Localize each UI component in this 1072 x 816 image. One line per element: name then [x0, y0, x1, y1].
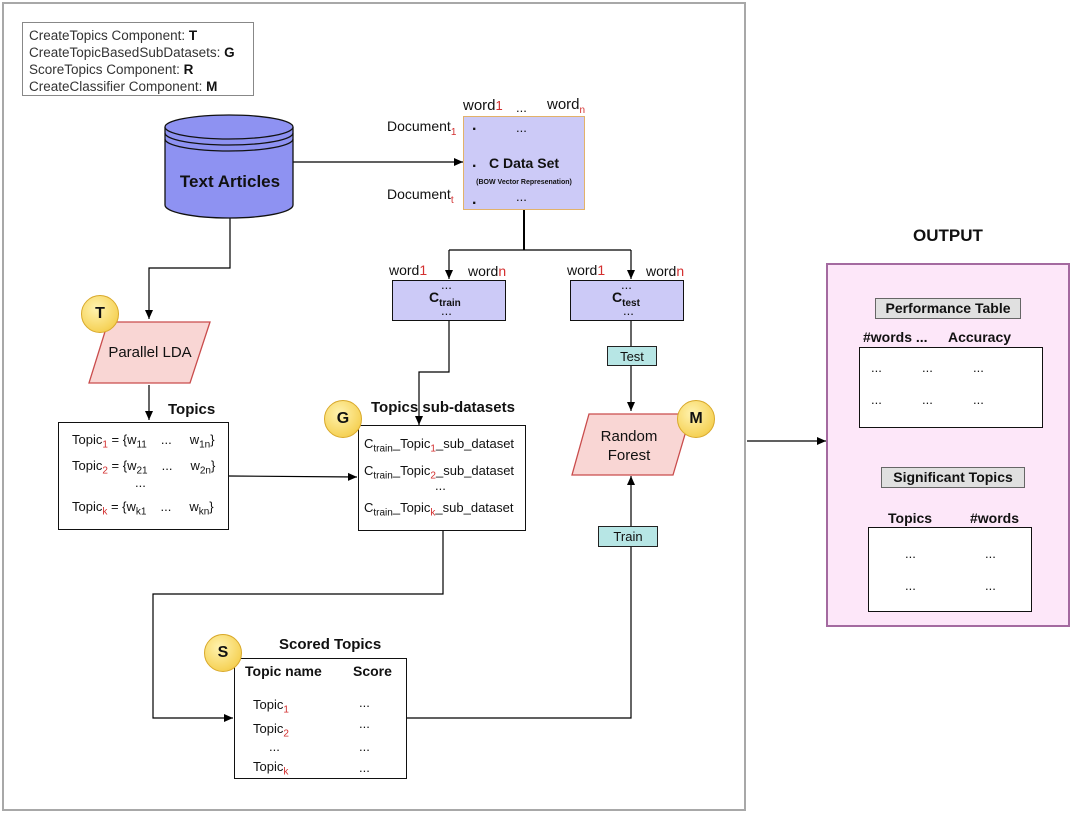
- ctest-ellipsis: ...: [623, 303, 634, 318]
- dataset-ellipsis: ...: [516, 189, 527, 204]
- document-1-label: Document1: [387, 118, 457, 138]
- legend-line-createtopics: CreateTopics Component: T: [29, 28, 198, 43]
- dataset-title: C Data Set: [489, 155, 560, 171]
- text-articles-label: Text Articles: [179, 172, 281, 191]
- ctrain-word1-label: word1: [389, 262, 428, 278]
- dataset-dot: .: [472, 154, 477, 171]
- scored-col-topic-name: Topic name: [245, 663, 322, 679]
- dataset-dot: .: [472, 117, 477, 134]
- database-cylinder-icon: [164, 114, 294, 219]
- significant-topics-label: Significant Topics: [881, 467, 1025, 488]
- scored-badge: S: [204, 634, 242, 672]
- performance-table: ... ... ... ... ... ...: [859, 347, 1043, 428]
- document-t-label: Documentt: [387, 186, 454, 206]
- topics-box: Topic1 = {w11...w1n} Topic2 = {w21...w2n…: [58, 422, 229, 530]
- sig-col-words: #words: [970, 510, 1020, 526]
- scored-topic-name: Topick: [253, 759, 289, 778]
- random-forest-badge: M: [677, 400, 715, 438]
- dataset-header-ellipsis: ...: [516, 100, 527, 115]
- sig-cell: ...: [905, 546, 916, 561]
- test-label: Test: [607, 346, 657, 366]
- topics-vdots: ...: [135, 475, 146, 490]
- lda-parallelogram: [88, 321, 211, 384]
- dataset-wordn-label: wordn: [547, 96, 586, 116]
- lda-badge: T: [81, 295, 119, 333]
- topic-row: Topick = {wk1...wkn}: [72, 499, 214, 518]
- subdataset-row: Ctrain_Topic2_sub_dataset: [364, 463, 515, 482]
- ctest-word1-label: word1: [567, 262, 606, 278]
- arrow-ctrain-to-subdatasets: [415, 321, 450, 425]
- ctrain-label: Ctrain: [429, 289, 461, 309]
- ctest-ellipsis: ...: [621, 277, 632, 292]
- arrow-topics-to-subdatasets: [228, 472, 358, 481]
- legend-line-classifier: CreateClassifier Component: M: [29, 79, 218, 94]
- arrow-subdatasets-to-scored: [152, 531, 444, 722]
- ctrain-box: ... Ctrain ...: [392, 277, 506, 321]
- subdatasets-vdots: ...: [435, 478, 446, 493]
- performance-table-label: Performance Table: [875, 298, 1021, 319]
- scored-col-score: Score: [353, 663, 392, 679]
- sig-cell: ...: [905, 578, 916, 593]
- ctest-wordn-label: wordn: [646, 263, 685, 279]
- perf-cell: ...: [922, 360, 933, 375]
- perf-cell: ...: [871, 360, 882, 375]
- subdatasets-title: Topics sub-datasets: [371, 399, 515, 416]
- ctest-label: Ctest: [612, 289, 640, 309]
- output-title: OUTPUT: [913, 226, 983, 245]
- sig-cell: ...: [985, 546, 996, 561]
- ctest-box: ... Ctest ...: [570, 277, 684, 321]
- train-label: Train: [598, 526, 658, 547]
- ctrain-ellipsis: ...: [441, 277, 452, 292]
- dataset-box: . ... . C Data Set (BOW Vector Represena…: [463, 116, 585, 210]
- subdataset-row: Ctrain_Topic1_sub_dataset: [364, 436, 515, 455]
- dataset-dot: .: [472, 191, 477, 208]
- scored-score: ...: [359, 739, 370, 754]
- perf-cell: ...: [973, 360, 984, 375]
- subdataset-row: Ctrain_Topick_sub_dataset: [364, 500, 514, 519]
- scored-score: ...: [359, 760, 370, 775]
- scored-score: ...: [359, 695, 370, 710]
- arrow-articles-to-lda: [145, 218, 231, 319]
- scored-title: Scored Topics: [279, 636, 382, 653]
- ctrain-wordn-label: wordn: [468, 263, 507, 279]
- legend-line-scoretopics: ScoreTopics Component: R: [29, 62, 194, 77]
- legend-box: CreateTopics Component: T CreateTopicBas…: [22, 22, 254, 96]
- topic-row: Topic2 = {w21...w2n}: [72, 458, 216, 477]
- dataset-ellipsis: ...: [516, 120, 527, 135]
- topic-row: Topic1 = {w11...w1n}: [72, 432, 215, 451]
- dataset-subtitle: (BOW Vector Represenation): [476, 179, 572, 186]
- perf-cell: ...: [922, 392, 933, 407]
- sig-cell: ...: [985, 578, 996, 593]
- output-panel: Performance Table #words ... Accuracy ..…: [826, 263, 1070, 627]
- scored-vdots: ...: [269, 739, 280, 754]
- ctrain-ellipsis: ...: [441, 303, 452, 318]
- scored-box: Topic name Score Topic1 ... Topic2 ... .…: [234, 658, 407, 779]
- scored-score: ...: [359, 716, 370, 731]
- sig-col-topics: Topics: [888, 510, 933, 526]
- subdatasets-badge: G: [324, 400, 362, 438]
- scored-topic-name: Topic2: [253, 721, 289, 740]
- dataset-word1-label: word1: [463, 97, 503, 114]
- perf-col-words: #words ...: [863, 329, 928, 345]
- main-frame: [2, 2, 746, 811]
- scored-topic-name: Topic1: [253, 697, 289, 716]
- legend-line-subdatasets: CreateTopicBasedSubDatasets: G: [29, 45, 235, 60]
- lda-label: Parallel LDA: [108, 344, 192, 361]
- subdatasets-box: Ctrain_Topic1_sub_dataset Ctrain_Topic2_…: [358, 425, 526, 531]
- perf-cell: ...: [871, 392, 882, 407]
- line-scored-to-train: [407, 547, 632, 719]
- perf-col-accuracy: Accuracy: [948, 329, 1012, 345]
- topics-title: Topics: [168, 401, 216, 418]
- random-forest-parallelogram: [571, 413, 692, 476]
- perf-cell: ...: [973, 392, 984, 407]
- significant-topics-table: ... ... ... ...: [868, 527, 1032, 612]
